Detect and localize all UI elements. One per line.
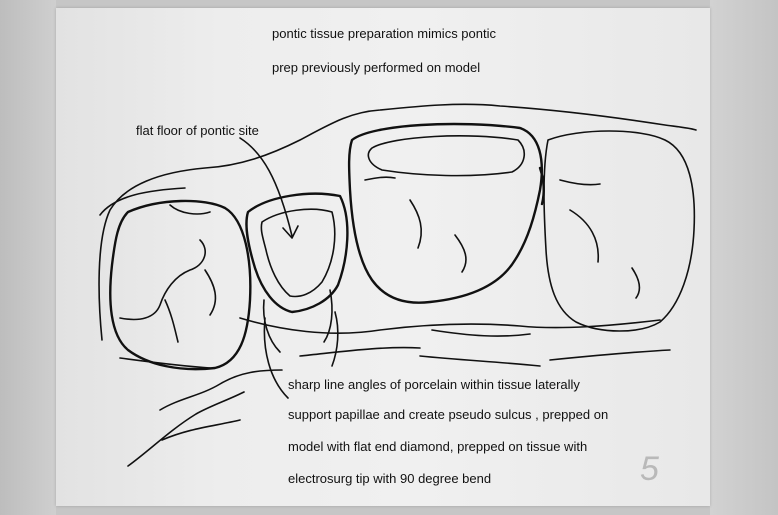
header-text-line-1: pontic tissue preparation mimics pontic [272, 27, 496, 40]
tissue-wave-4 [420, 356, 540, 366]
tooth-middle-groove-1 [410, 200, 421, 248]
pontic-site-inner [261, 209, 334, 296]
tooth-right-groove-2 [632, 268, 639, 298]
tissue-line-3 [432, 330, 530, 336]
tissue-curve-1 [264, 318, 288, 398]
tissue-wave-1 [160, 370, 282, 410]
tissue-wave-2 [128, 392, 244, 466]
page-number: 5 [640, 452, 659, 486]
tissue-wave-5 [550, 350, 670, 360]
tissue-line-1 [240, 318, 660, 333]
tooth-right-groove-3 [560, 180, 600, 185]
note-line-1: sharp line angles of porcelain within ti… [288, 378, 580, 391]
tooth-right-groove-1 [570, 210, 598, 262]
tissue-line-2 [300, 348, 420, 356]
tooth-middle-groove-3 [365, 177, 395, 180]
pontic-floor-label: flat floor of pontic site [136, 124, 259, 137]
tooth-middle-occlusal [368, 136, 524, 176]
note-line-4: electrosurg tip with 90 degree bend [288, 472, 491, 485]
tooth-right-outline [544, 131, 694, 331]
tooth-middle-groove-2 [455, 235, 466, 272]
tissue-curve-2 [332, 312, 338, 366]
tooth-left-groove-1 [120, 240, 205, 319]
tooth-left-groove-2 [205, 270, 215, 315]
note-line-2: support papillae and create pseudo sulcu… [288, 408, 608, 421]
tooth-left-groove-4 [170, 205, 210, 214]
note-line-3: model with flat end diamond, prepped on … [288, 440, 587, 453]
pointer-arrow [240, 138, 292, 236]
tooth-left-groove-3 [165, 300, 178, 342]
tooth-left-outline [110, 201, 250, 369]
tooth-middle-outline [349, 124, 542, 303]
header-text-line-2: prep previously performed on model [272, 61, 480, 74]
